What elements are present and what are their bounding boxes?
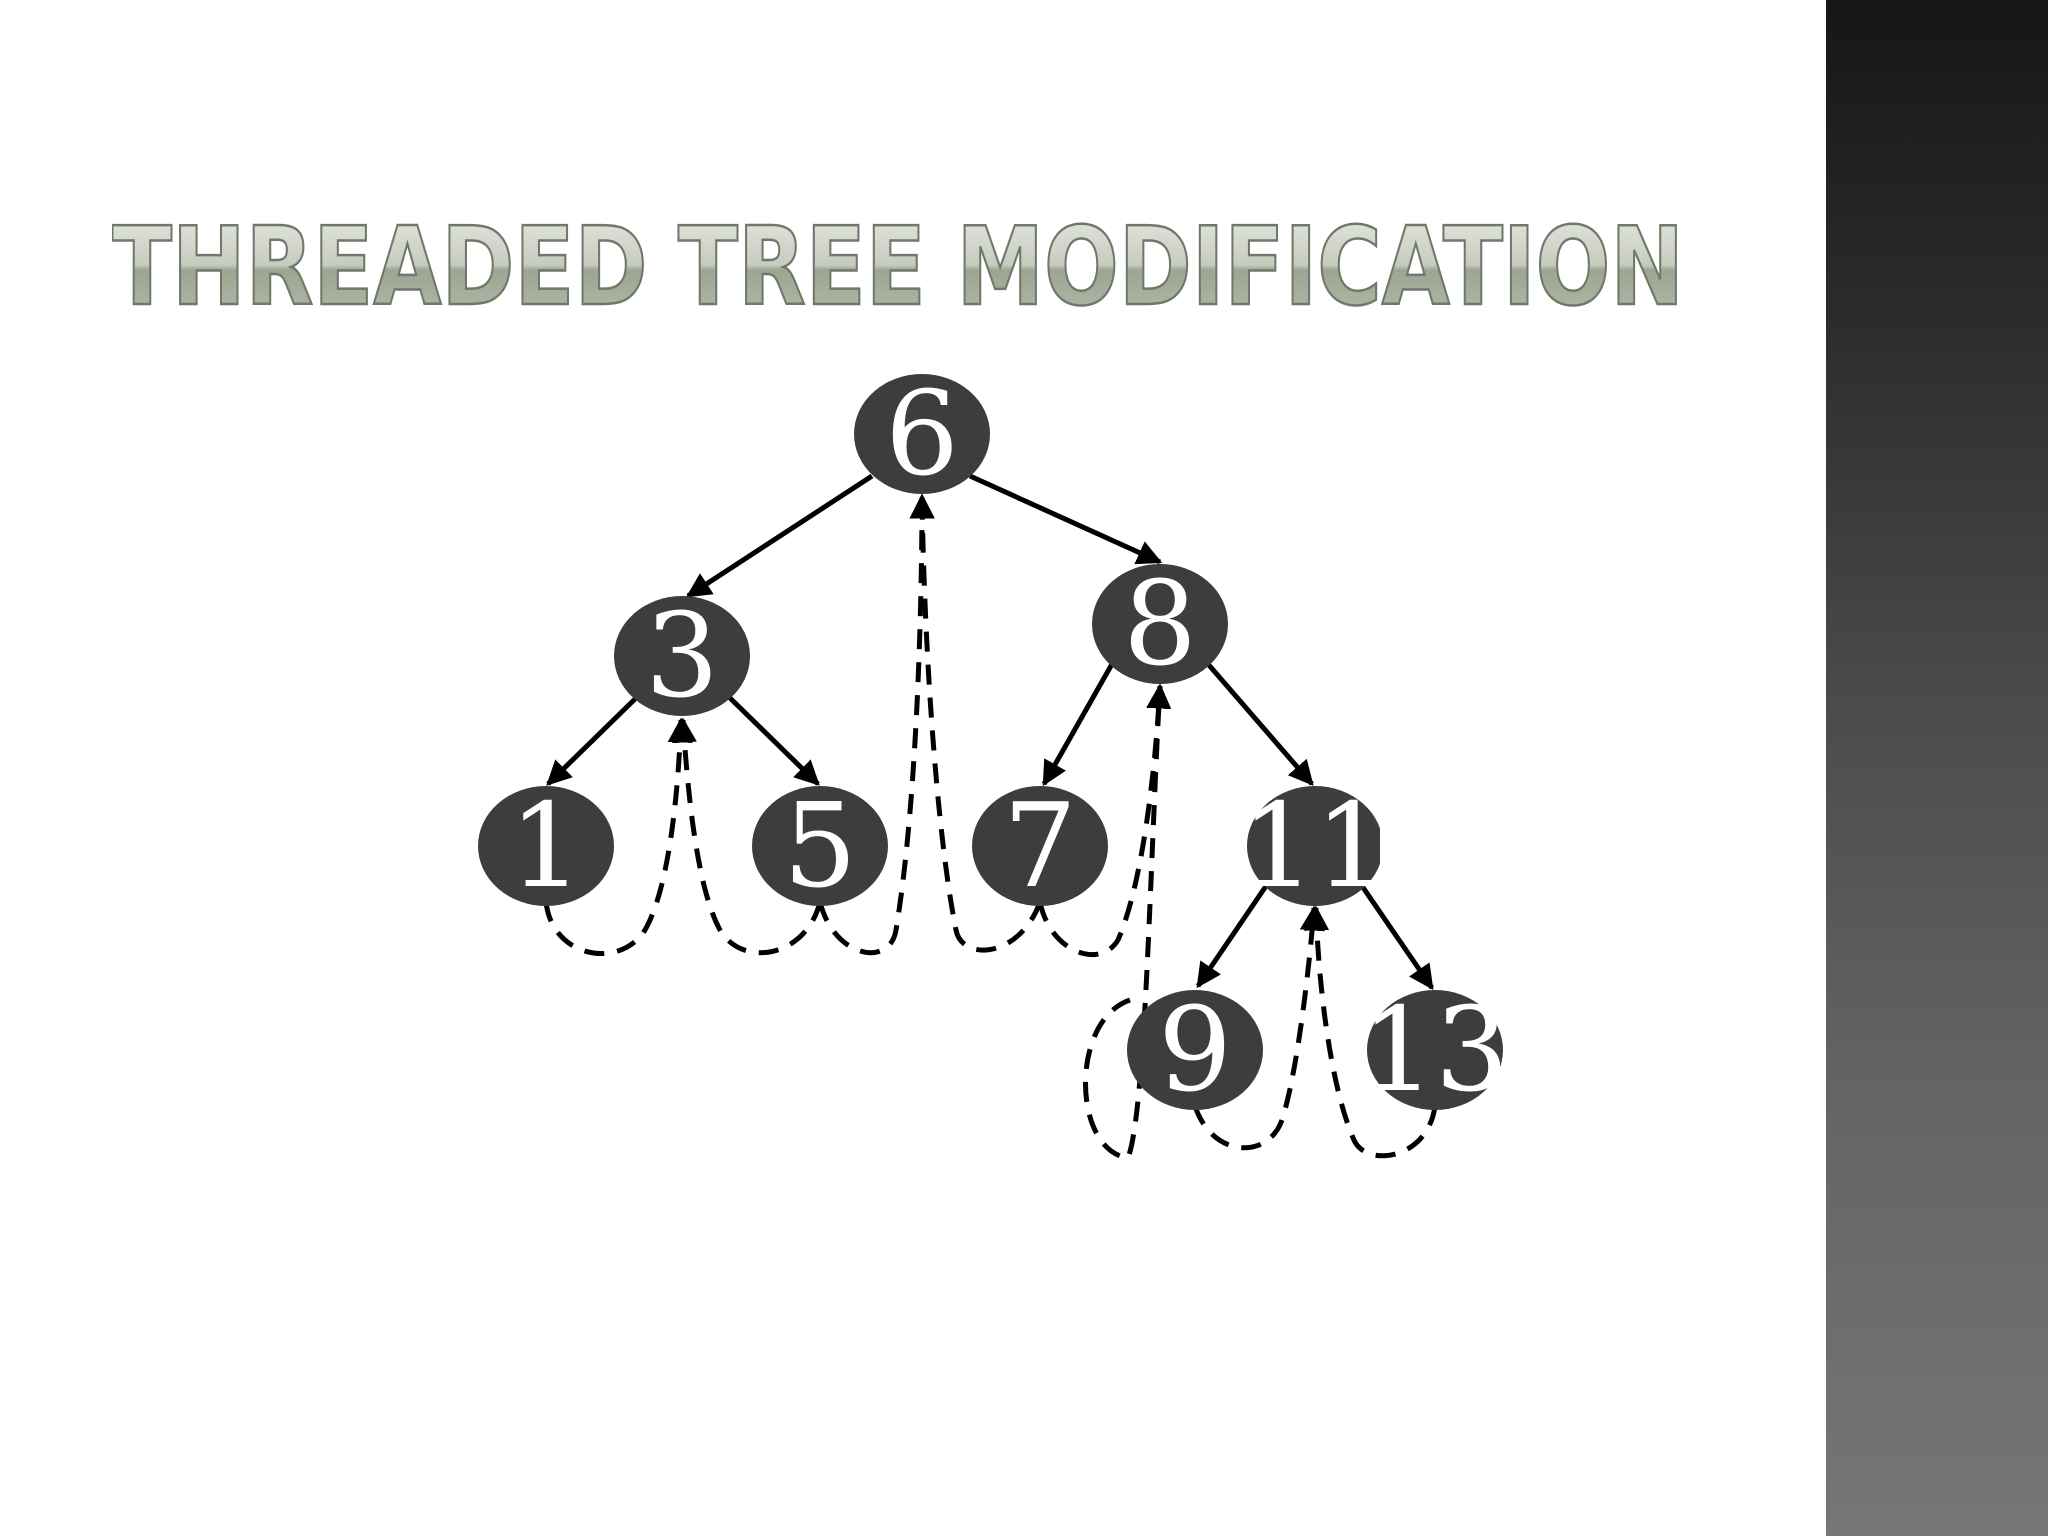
child-edge-n8-n11 (1206, 662, 1314, 786)
tree-node-label: 7 (1003, 779, 1077, 914)
tree-node-label: 8 (1123, 557, 1197, 692)
tree-node-shape (1367, 990, 1503, 1110)
thread-edge-n9-n11 (1192, 905, 1325, 1151)
tree-node-shape (1092, 564, 1228, 684)
tree-node-label: 11 (1241, 779, 1389, 914)
thread-edges (543, 493, 1438, 1161)
tree-node-shape (972, 786, 1108, 906)
child-edge-n6-n8 (968, 473, 1163, 565)
tree-node-label: 3 (645, 589, 719, 724)
tree-node-shape (1247, 786, 1380, 906)
tree-node-8: 8 (1092, 557, 1228, 692)
tree-node-1: 1 (478, 779, 614, 914)
tree-node-shape (614, 596, 750, 716)
tree-node-11: 11 (1241, 779, 1389, 914)
child-edge-n8-n7 (1041, 662, 1115, 787)
tree-node-shape (854, 374, 990, 494)
child-edge-n6-n3 (685, 473, 874, 599)
tree-node-label: 9 (1158, 983, 1232, 1118)
tree-node-shape (478, 786, 614, 906)
child-edge-n3-n5 (728, 696, 820, 786)
tree-nodes: 6 3 8 1 5 7 119 13 (478, 367, 1509, 1118)
thread-edge-n13-n11 (1304, 905, 1438, 1159)
tree-node-label: 5 (783, 779, 857, 914)
tree-node-label: 13 (1361, 983, 1509, 1118)
tree-node-label: 1 (509, 779, 583, 914)
tree-node-13: 13 (1361, 983, 1509, 1118)
tree-node-shape (752, 786, 888, 906)
child-edge-n3-n1 (546, 696, 638, 786)
tree-node-6: 6 (854, 367, 990, 502)
child-edge-n11-n9 (1195, 884, 1269, 989)
thread-edge-n7-n6 (909, 493, 1043, 953)
threaded-tree-diagram: 6 3 8 1 5 7 119 13 (478, 367, 1509, 1161)
tree-node-label: 6 (885, 367, 959, 502)
child-edge-n11-n13 (1359, 884, 1435, 991)
thread-edge-n9-n8 (1083, 683, 1172, 1161)
tree-node-7: 7 (972, 779, 1108, 914)
child-edges (546, 473, 1435, 991)
slide-title-text: THREADED TREE MODIFICATION (112, 208, 1684, 318)
tree-node-shape (1127, 990, 1263, 1110)
thread-edge-n1-n3 (543, 717, 693, 956)
side-gradient-panel (1826, 0, 2048, 1536)
thread-edge-n5-n3 (671, 717, 823, 956)
tree-node-3: 3 (614, 589, 750, 724)
slide-title: THREADED TREE MODIFICATION (112, 208, 1685, 318)
tree-node-5: 5 (752, 779, 888, 914)
thread-edge-n5-n6 (817, 493, 935, 956)
tree-node-9: 9 (1127, 983, 1263, 1118)
